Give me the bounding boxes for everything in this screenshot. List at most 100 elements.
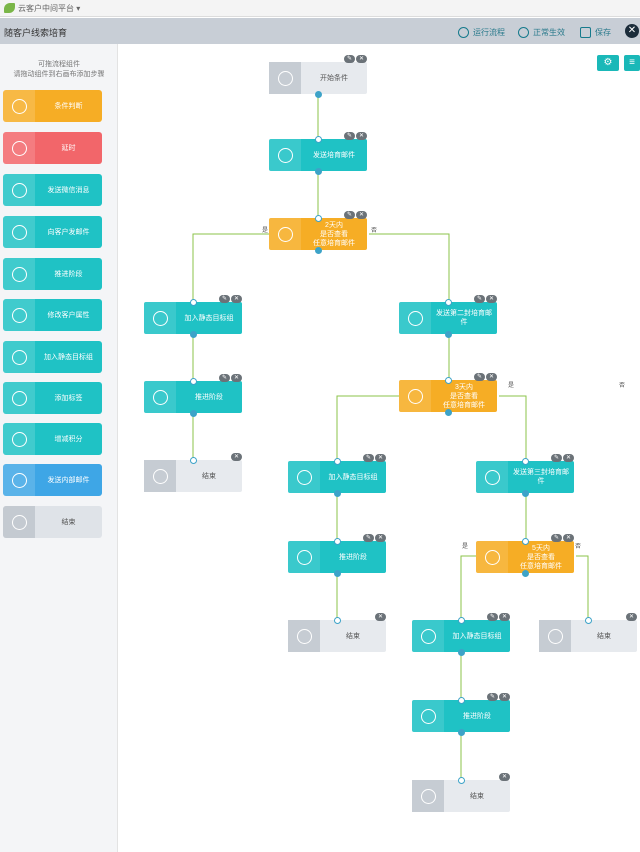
delete-icon[interactable]: ✕ (563, 534, 574, 542)
flow-node-group3[interactable]: 加入静态目标组✎✕ (412, 613, 510, 652)
save-button[interactable]: 保存 (580, 25, 611, 39)
input-port[interactable] (189, 378, 197, 385)
delete-icon[interactable]: ✕ (499, 773, 510, 781)
input-port[interactable] (457, 617, 465, 624)
component-power[interactable]: 结束 (3, 506, 102, 538)
output-port[interactable] (314, 247, 322, 254)
component-tag[interactable]: 添加标签 (3, 382, 102, 414)
input-port[interactable] (444, 299, 452, 306)
output-port[interactable] (444, 331, 452, 338)
edit-icon[interactable]: ✎ (344, 211, 355, 219)
edit-icon[interactable]: ✎ (219, 374, 230, 382)
delete-icon[interactable]: ✕ (231, 453, 242, 461)
flow-node-cond1[interactable]: 2天内是否查看任意培育邮件✎✕ (269, 211, 367, 250)
output-port[interactable] (333, 490, 341, 497)
component-database[interactable]: 增减积分 (3, 423, 102, 455)
component-plus-circle[interactable]: 加入静态目标组 (3, 341, 102, 373)
node-label: 发送培育邮件 (313, 151, 355, 159)
flow-node-end3[interactable]: 结束✕ (539, 613, 637, 652)
edit-icon[interactable]: ✎ (363, 454, 374, 462)
edit-icon[interactable]: ✎ (344, 132, 355, 140)
flow-node-group2[interactable]: 加入静态目标组 ✎✕ (288, 454, 386, 493)
flow-canvas[interactable]: 开始条件✎✕发送培育邮件✎✕2天内是否查看任意培育邮件✎✕加入静态目标组✎✕发送… (119, 44, 640, 852)
component-wechat[interactable]: 发送微信消息 (3, 174, 102, 206)
input-port[interactable] (314, 215, 322, 222)
input-port[interactable] (457, 777, 465, 784)
edit-icon[interactable]: ✎ (474, 373, 485, 381)
flow-node-email1[interactable]: 发送培育邮件 ✎✕ (269, 132, 367, 171)
input-port[interactable] (314, 136, 322, 143)
input-port[interactable] (189, 457, 197, 464)
output-port[interactable] (189, 410, 197, 417)
delete-icon[interactable]: ✕ (486, 373, 497, 381)
delete-icon[interactable]: ✕ (231, 295, 242, 303)
settings-gear-icon[interactable]: ⚙ (597, 55, 619, 71)
edit-icon[interactable]: ✎ (487, 613, 498, 621)
component-hourglass[interactable]: 延时 (3, 132, 102, 164)
output-port[interactable] (314, 168, 322, 175)
delete-icon[interactable]: ✕ (563, 454, 574, 462)
close-icon[interactable]: ✕ (625, 24, 639, 38)
window-title[interactable]: 云客户中间平台 ▾ (18, 4, 81, 13)
menu-icon[interactable]: ≡ (624, 55, 640, 71)
flow-node-end1[interactable]: 结束✕ (144, 453, 242, 492)
input-port[interactable] (584, 617, 592, 624)
component-label: 条件判断 (54, 103, 83, 110)
component-edit[interactable]: 修改客户属性 (3, 299, 102, 331)
edit-icon[interactable]: ✎ (551, 534, 562, 542)
flow-node-stage3[interactable]: 推进阶段✎✕ (412, 693, 510, 732)
delete-icon[interactable]: ✕ (375, 613, 386, 621)
output-port[interactable] (314, 91, 322, 98)
edit-icon[interactable]: ✎ (487, 693, 498, 701)
delete-icon[interactable]: ✕ (499, 693, 510, 701)
delete-icon[interactable]: ✕ (356, 55, 367, 63)
input-port[interactable] (333, 617, 341, 624)
node-label: 加入静态目标组 (328, 473, 378, 481)
activate-button[interactable]: 正常生效 (518, 25, 565, 39)
flow-node-end4[interactable]: 结束✕ (412, 773, 510, 812)
input-port[interactable] (521, 538, 529, 545)
edit-icon[interactable]: ✎ (363, 534, 374, 542)
input-port[interactable] (444, 377, 452, 384)
delete-icon[interactable]: ✕ (375, 454, 386, 462)
flow-node-end2[interactable]: 结束✕ (288, 613, 386, 652)
edit-icon[interactable]: ✎ (344, 55, 355, 63)
flow-node-cond2[interactable]: 3天内是否查看任意培育邮件✎✕ (399, 373, 497, 412)
flow-node-group1[interactable]: 加入静态目标组✎✕ (144, 295, 242, 334)
delete-icon[interactable]: ✕ (499, 613, 510, 621)
component-mobile[interactable]: 发送内部邮件 (3, 464, 102, 496)
output-port[interactable] (333, 570, 341, 577)
flow-node-cond3[interactable]: 5天内是否查看任意培育邮件✎✕ (476, 534, 574, 573)
delete-icon[interactable]: ✕ (375, 534, 386, 542)
output-port[interactable] (521, 570, 529, 577)
component-check-circle[interactable]: 条件判断 (3, 90, 102, 122)
edit-icon[interactable]: ✎ (474, 295, 485, 303)
input-port[interactable] (521, 458, 529, 465)
input-port[interactable] (333, 538, 341, 545)
input-port[interactable] (189, 299, 197, 306)
flow-node-stage2[interactable]: 推进阶段✎✕ (288, 534, 386, 573)
flow-node-stage1[interactable]: 推进阶段✎✕ (144, 374, 242, 413)
title-bar: 云客户中间平台 ▾ (0, 0, 640, 17)
flow-node-email3[interactable]: 发送第三封培育邮件✎✕ (476, 454, 574, 493)
input-port[interactable] (457, 697, 465, 704)
component-mail[interactable]: 向客户发邮件 (3, 216, 102, 248)
output-port[interactable] (189, 331, 197, 338)
node-controls: ✎✕ (363, 534, 386, 542)
flow-node-start[interactable]: 开始条件✎✕ (269, 55, 367, 94)
delete-icon[interactable]: ✕ (356, 132, 367, 140)
delete-icon[interactable]: ✕ (486, 295, 497, 303)
output-port[interactable] (444, 409, 452, 416)
output-port[interactable] (457, 649, 465, 656)
delete-icon[interactable]: ✕ (626, 613, 637, 621)
output-port[interactable] (521, 490, 529, 497)
edit-icon[interactable]: ✎ (551, 454, 562, 462)
delete-icon[interactable]: ✕ (356, 211, 367, 219)
output-port[interactable] (457, 729, 465, 736)
delete-icon[interactable]: ✕ (231, 374, 242, 382)
component-arrow-up[interactable]: 推进阶段 (3, 258, 102, 290)
run-flow-button[interactable]: 运行流程 (458, 25, 505, 39)
flow-node-email2[interactable]: 发送第二封培育邮件✎✕ (399, 295, 497, 334)
input-port[interactable] (333, 458, 341, 465)
edit-icon[interactable]: ✎ (219, 295, 230, 303)
